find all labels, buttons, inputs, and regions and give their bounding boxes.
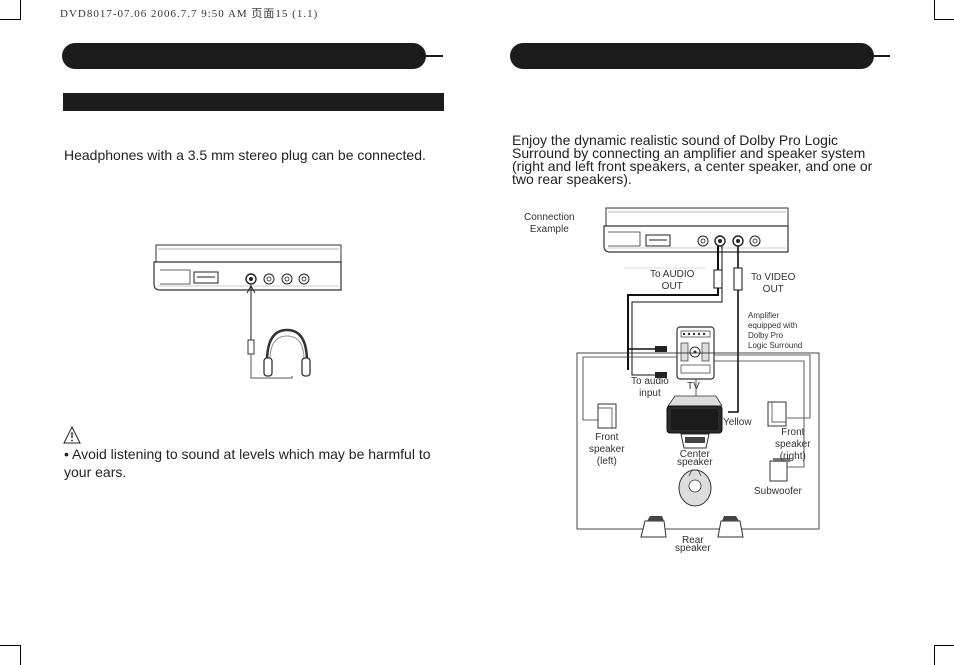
front-left-speaker-label: Front speaker (left) bbox=[589, 432, 625, 467]
connection-example-label: Connection Example bbox=[524, 212, 575, 235]
warning-text: • Avoid listening to sound at levels whi… bbox=[64, 446, 431, 480]
right-section-bar bbox=[510, 43, 874, 69]
crop-mark bbox=[934, 645, 954, 646]
rear-left-speaker-icon bbox=[640, 516, 667, 538]
subwoofer-icon bbox=[769, 458, 790, 482]
subwoofer-label: Subwoofer bbox=[754, 486, 802, 497]
rear-speaker-label: Rear speaker bbox=[675, 535, 711, 554]
left-subheading-bar bbox=[63, 93, 444, 111]
crop-mark bbox=[0, 645, 20, 646]
crop-mark bbox=[934, 0, 935, 20]
front-right-speaker-label: Front speaker (right) bbox=[775, 427, 811, 462]
print-header: DVD8017-07.06 2006.7.7 9:50 AM 页面15 (1.1… bbox=[60, 8, 319, 20]
yellow-label: Yellow bbox=[723, 417, 752, 428]
left-section-bar bbox=[62, 43, 426, 69]
warning-icon bbox=[63, 425, 81, 444]
crop-mark bbox=[20, 0, 21, 20]
headphone-intro-text: Headphones with a 3.5 mm stereo plug can… bbox=[64, 147, 426, 163]
to-audio-input-label: To audio input bbox=[631, 376, 669, 399]
listener-icon bbox=[678, 469, 712, 507]
right-section-bar-tail bbox=[868, 55, 890, 57]
to-video-out-label: To VIDEO OUT bbox=[751, 272, 796, 295]
rear-right-speaker-icon bbox=[717, 516, 744, 538]
crop-mark bbox=[934, 19, 954, 20]
left-section-bar-tail bbox=[420, 55, 443, 57]
crop-mark bbox=[934, 645, 935, 665]
crop-mark bbox=[20, 645, 21, 665]
tv-icon bbox=[666, 395, 723, 434]
to-audio-out-label: To AUDIO OUT bbox=[650, 269, 695, 292]
surround-intro-text: Enjoy the dynamic realistic sound of Dol… bbox=[512, 132, 873, 187]
crop-mark bbox=[0, 19, 20, 20]
dvd-player-top-icon bbox=[603, 207, 789, 253]
headphones-icon bbox=[247, 328, 311, 379]
tv-label: TV bbox=[687, 381, 700, 392]
front-right-speaker-icon bbox=[767, 401, 787, 427]
center-speaker-icon bbox=[680, 433, 710, 449]
dvd-player-side-icon bbox=[153, 244, 342, 291]
amplifier-label: Amplifier equipped with Dolby Pro Logic … bbox=[748, 311, 803, 350]
front-left-speaker-icon bbox=[597, 403, 617, 429]
center-speaker-label: Center speaker bbox=[677, 449, 713, 468]
